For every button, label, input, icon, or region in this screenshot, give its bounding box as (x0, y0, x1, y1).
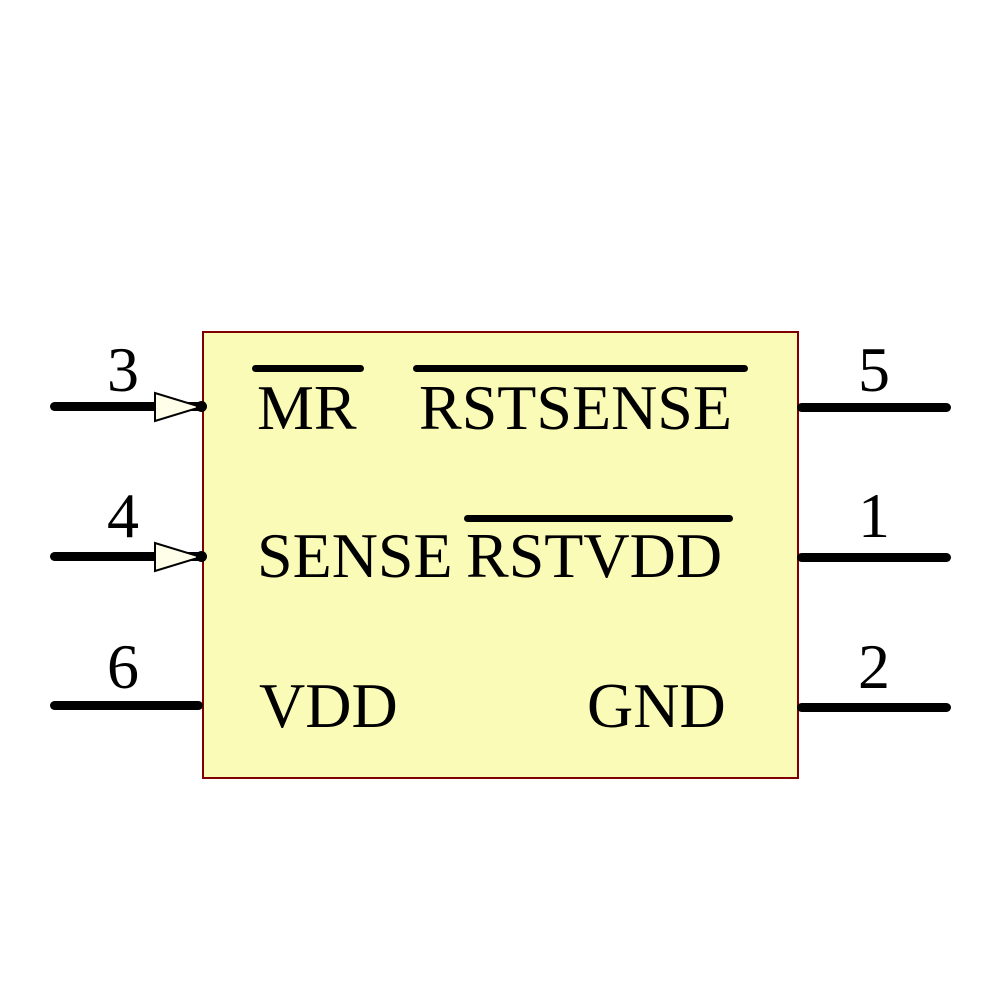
pin-number-6: 6 (107, 631, 139, 702)
input-arrow-icon (154, 391, 203, 423)
pin-wire-5[interactable] (797, 403, 951, 412)
active-low-overline-mr (252, 365, 364, 372)
pin-number-4: 4 (107, 480, 139, 551)
component-body[interactable] (202, 331, 799, 779)
pin-label-rstsense: RSTSENSE (419, 372, 732, 443)
pin-wire-4[interactable] (50, 552, 203, 561)
pin-number-3: 3 (107, 334, 139, 405)
pin-label-vdd: VDD (259, 670, 398, 741)
pin-label-rstvdd: RSTVDD (466, 520, 723, 591)
pin-label-gnd: GND (587, 670, 726, 741)
pin-number-5: 5 (858, 334, 890, 405)
pin-label-sense: SENSE (257, 520, 453, 591)
pin-endpoint-dot (196, 401, 207, 412)
pin-wire-6[interactable] (50, 701, 203, 710)
input-arrow-icon (154, 541, 203, 573)
pin-number-2: 2 (858, 631, 890, 702)
pin-label-mr: MR (257, 372, 357, 443)
pin-number-1: 1 (858, 480, 890, 551)
active-low-overline-rstsense (413, 365, 748, 372)
active-low-overline-rstvdd (464, 515, 733, 522)
pin-endpoint-dot (196, 551, 207, 562)
pin-wire-2[interactable] (797, 703, 951, 712)
pin-wire-1[interactable] (797, 553, 951, 562)
pin-wire-3[interactable] (50, 402, 203, 411)
